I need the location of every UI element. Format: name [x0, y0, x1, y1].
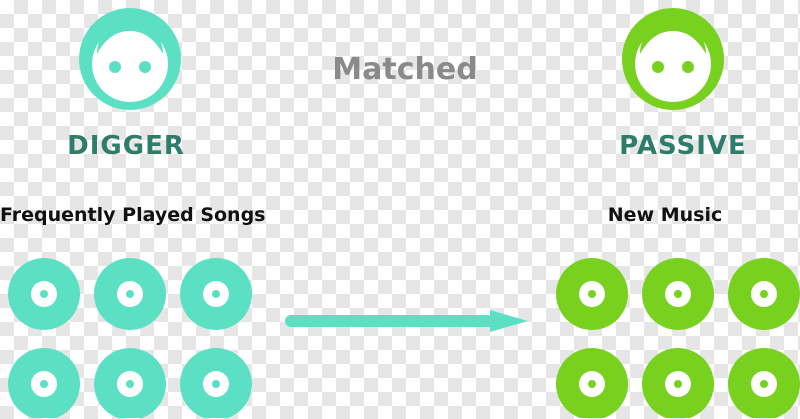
vinyl-record-icon [556, 258, 628, 330]
vinyl-record-icon [556, 348, 628, 418]
vinyl-record-icon [642, 258, 714, 330]
vinyl-record-icon [94, 348, 166, 418]
passive-face-icon [622, 8, 724, 110]
new-music-title: New Music [607, 204, 723, 226]
digger-face-icon [79, 8, 181, 110]
vinyl-record-icon [180, 348, 252, 418]
vinyl-record-icon [8, 348, 80, 418]
vinyl-record-icon [180, 258, 252, 330]
vinyl-record-icon [94, 258, 166, 330]
vinyl-record-icon [8, 258, 80, 330]
right-arrow-icon [285, 310, 528, 332]
matched-label: Matched [332, 52, 478, 87]
new-music-records [556, 258, 800, 418]
vinyl-record-icon [728, 348, 800, 418]
vinyl-record-icon [728, 258, 800, 330]
passive-label: PASSIVE [619, 131, 747, 161]
vinyl-record-icon [642, 348, 714, 418]
digger-label: DIGGER [67, 131, 185, 161]
frequently-played-songs-title: Frequently Played Songs [0, 204, 266, 226]
frequently-played-records [8, 258, 252, 418]
